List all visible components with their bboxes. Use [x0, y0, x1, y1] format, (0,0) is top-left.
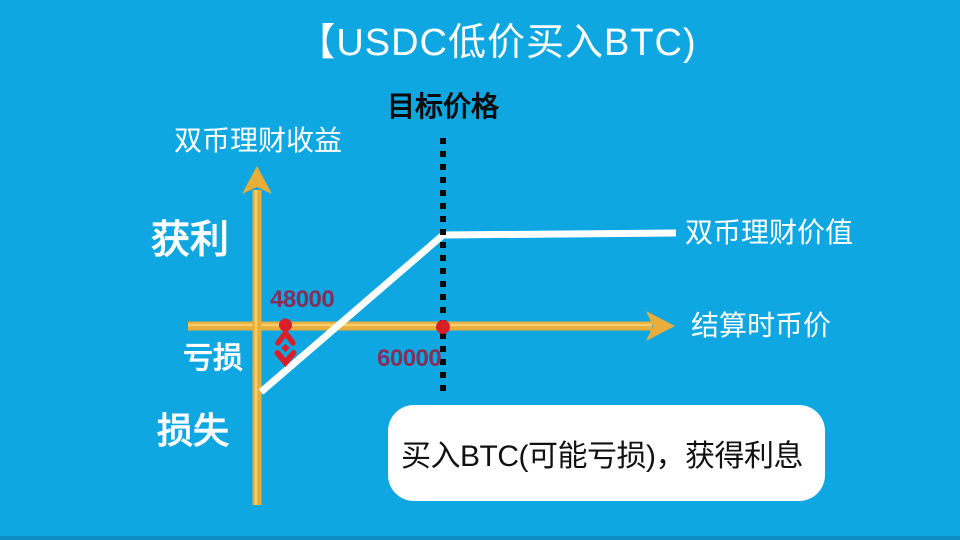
profit-label: 获利	[151, 219, 230, 262]
target-price-value: 60000	[377, 345, 442, 372]
payoff-line-label: 双币理财价值	[685, 217, 854, 248]
marker-down-chevron	[274, 350, 297, 368]
big-loss-label: 损失	[157, 410, 230, 451]
target-price-label: 目标价格	[387, 91, 500, 122]
price-drop-marker-icon	[274, 318, 297, 368]
bottom-edge-strip	[0, 536, 960, 540]
marker-head-dot	[279, 318, 292, 332]
y-axis-arrowhead-icon	[242, 166, 272, 194]
purchase-price-value: 48000	[270, 286, 335, 313]
note-box: 买入BTC(可能亏损)，获得利息	[388, 405, 825, 501]
x-axis-arrowhead-icon	[646, 311, 675, 341]
marker-legs	[275, 328, 296, 346]
x-axis-label: 结算时币价	[691, 310, 832, 341]
y-axis-title: 双币理财收益	[174, 125, 343, 156]
target-price-dot	[436, 320, 450, 334]
diagram-title: 【USDC低价买入BTC)	[297, 22, 697, 64]
note-text: 买入BTC(可能亏损)，获得利息	[401, 440, 803, 473]
marker-diamond	[281, 343, 290, 353]
loss-label: 亏损	[183, 342, 243, 375]
